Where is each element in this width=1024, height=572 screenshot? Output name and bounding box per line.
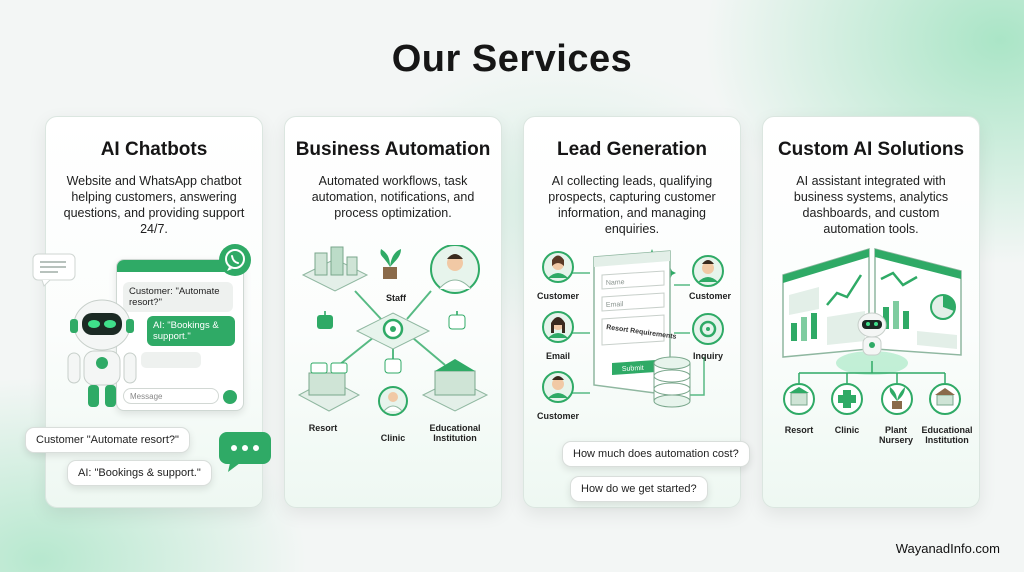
customer-avatar-icon [542,251,574,283]
chat-header [117,260,243,272]
card-ai-chatbots[interactable]: AI Chatbots Website and WhatsApp chatbot… [32,116,271,508]
city-icon [301,246,369,292]
ai-message-text: AI: "Bookings & support." [153,320,219,342]
clinic-icon [378,386,408,416]
site-footer-url[interactable]: WayanadInfo.com [895,541,1000,556]
label-education: Educational Institution [921,425,973,445]
automation-workflow-diagram [297,245,489,416]
mic-icon[interactable] [223,390,237,404]
robot-icon [67,299,137,407]
clinic-icon [831,383,863,415]
card-description: Website and WhatsApp chatbot helping cus… [63,174,245,236]
label-clinic: Clinic [380,433,406,443]
analytics-dashboard-illustration [782,247,962,415]
question-bubble-start[interactable]: How do we get started? [570,476,708,502]
customer-avatar-icon [692,255,724,287]
label-customer-left-top: Customer [536,291,579,301]
message-input[interactable]: Message [123,388,219,404]
ai-assistant-robot-icon [857,312,887,356]
card-title: Custom AI Solutions [777,139,965,160]
card-business-automation[interactable]: Business Automation Automated workflows,… [284,116,502,508]
customer-avatar-icon [542,371,574,403]
education-icon [421,359,489,412]
message-icon [32,253,76,287]
chat-bubble-customer: Customer "Automate resort?" [25,427,190,453]
card-description: AI assistant integrated with business sy… [793,174,949,236]
card-title: Business Automation [295,139,491,160]
card-custom-ai-solutions[interactable]: Custom AI Solutions AI assistant integra… [762,116,980,508]
label-clinic: Clinic [834,425,860,435]
calendar-icon [448,314,466,330]
ai-message: AI: "Bookings & support." [147,316,235,346]
page-title: Our Services [391,38,633,80]
label-customer-right: Customer [688,291,731,301]
workflow-icon [317,315,333,329]
chat-window: Customer: "Automate resort?" AI: "Bookin… [116,259,244,411]
card-description: AI collecting leads, qualifying prospect… [548,174,716,236]
customer-message: Customer: "Automate resort?" [123,282,233,312]
card-title: AI Chatbots [100,139,208,160]
customer-message-text: Customer: "Automate resort?" [129,286,220,308]
label-resort: Resort [784,425,814,435]
plant-icon [380,249,401,279]
chat-dots-icon [219,432,271,472]
label-resort: Resort [308,423,338,433]
form-field-name: Name [606,279,625,287]
inquiry-icon [692,313,724,345]
label-inquiry: Inquiry [692,351,723,361]
question-bubble-cost[interactable]: How much does automation cost? [562,441,750,467]
label-plant-nursery: Plant Nursery [878,425,914,445]
label-email: Email [545,351,570,361]
education-icon [929,383,961,415]
plant-nursery-icon [881,383,913,415]
email-avatar-icon [542,311,574,343]
typing-placeholder [141,352,201,368]
resort-icon [783,383,815,415]
lead-flow-diagram: Name Email Resort Requirements Submit [542,249,724,408]
label-staff: Staff [386,293,406,303]
notification-icon [384,358,402,374]
whatsapp-icon [219,244,251,276]
card-title: Lead Generation [557,139,707,160]
resort-icon [297,362,361,412]
card-description: Automated workflows, task automation, no… [311,174,475,220]
form-field-email: Email [606,301,624,309]
lead-form-window: Name Email Resort Requirements Submit [593,250,677,396]
staff-icon [430,245,480,294]
chat-bubble-ai: AI: "Bookings & support." [67,460,212,486]
database-icon [653,356,691,408]
form-submit-button: Submit [622,365,644,373]
label-education: Educational Institution [429,423,481,443]
label-customer-left-bottom: Customer [536,411,579,421]
message-input-placeholder: Message [130,392,163,401]
